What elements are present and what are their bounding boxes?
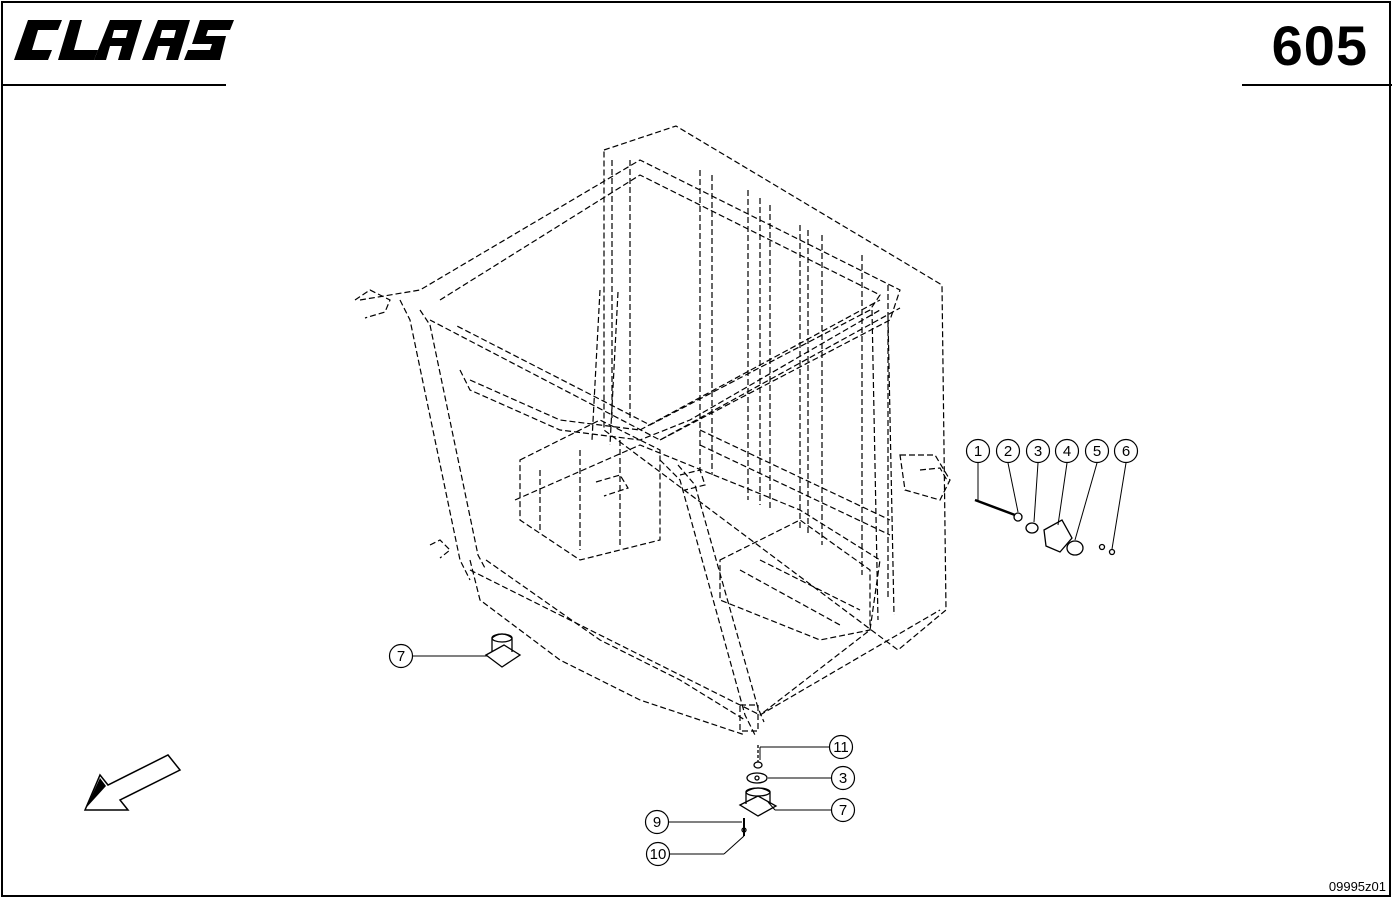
svg-text:3: 3 <box>839 770 847 787</box>
callout-11: 11 <box>828 734 854 760</box>
callout-3-bottom: 3 <box>830 765 856 791</box>
callout-7-left: 7 <box>388 643 414 669</box>
svg-text:5: 5 <box>1093 443 1101 460</box>
callout-2: 2 <box>995 438 1021 464</box>
leader-lines <box>413 462 1127 855</box>
svg-text:4: 4 <box>1063 443 1071 460</box>
page-number: 605 <box>1271 14 1368 77</box>
direction-arrow-icon <box>83 754 182 811</box>
svg-text:10: 10 <box>650 846 667 863</box>
callout-4: 4 <box>1054 438 1080 464</box>
side-mount-parts <box>974 498 1116 556</box>
callout-3: 3 <box>1025 438 1051 464</box>
rubber-mount-left <box>484 633 522 668</box>
svg-text:2: 2 <box>1004 443 1012 460</box>
claas-logo <box>14 20 234 60</box>
callout-1: 1 <box>965 438 991 464</box>
callouts: 1 2 3 4 5 6 7 11 3 7 9 10 <box>388 438 1139 867</box>
header-rule-right <box>1242 84 1392 86</box>
svg-text:6: 6 <box>1122 443 1130 460</box>
callout-9: 9 <box>644 809 670 835</box>
callout-7-bottom: 7 <box>830 797 856 823</box>
callout-6: 6 <box>1113 438 1139 464</box>
document-id: 09995z01 <box>1328 879 1386 894</box>
header-rule-left <box>2 84 226 86</box>
svg-text:7: 7 <box>397 648 405 665</box>
callout-10: 10 <box>645 841 671 867</box>
svg-text:9: 9 <box>653 814 661 831</box>
callout-5: 5 <box>1084 438 1110 464</box>
svg-text:7: 7 <box>839 802 847 819</box>
svg-text:11: 11 <box>833 739 849 756</box>
svg-text:3: 3 <box>1034 443 1042 460</box>
rubber-mount-bottom <box>738 745 778 836</box>
cab-frame <box>354 125 951 736</box>
svg-text:1: 1 <box>974 443 982 460</box>
